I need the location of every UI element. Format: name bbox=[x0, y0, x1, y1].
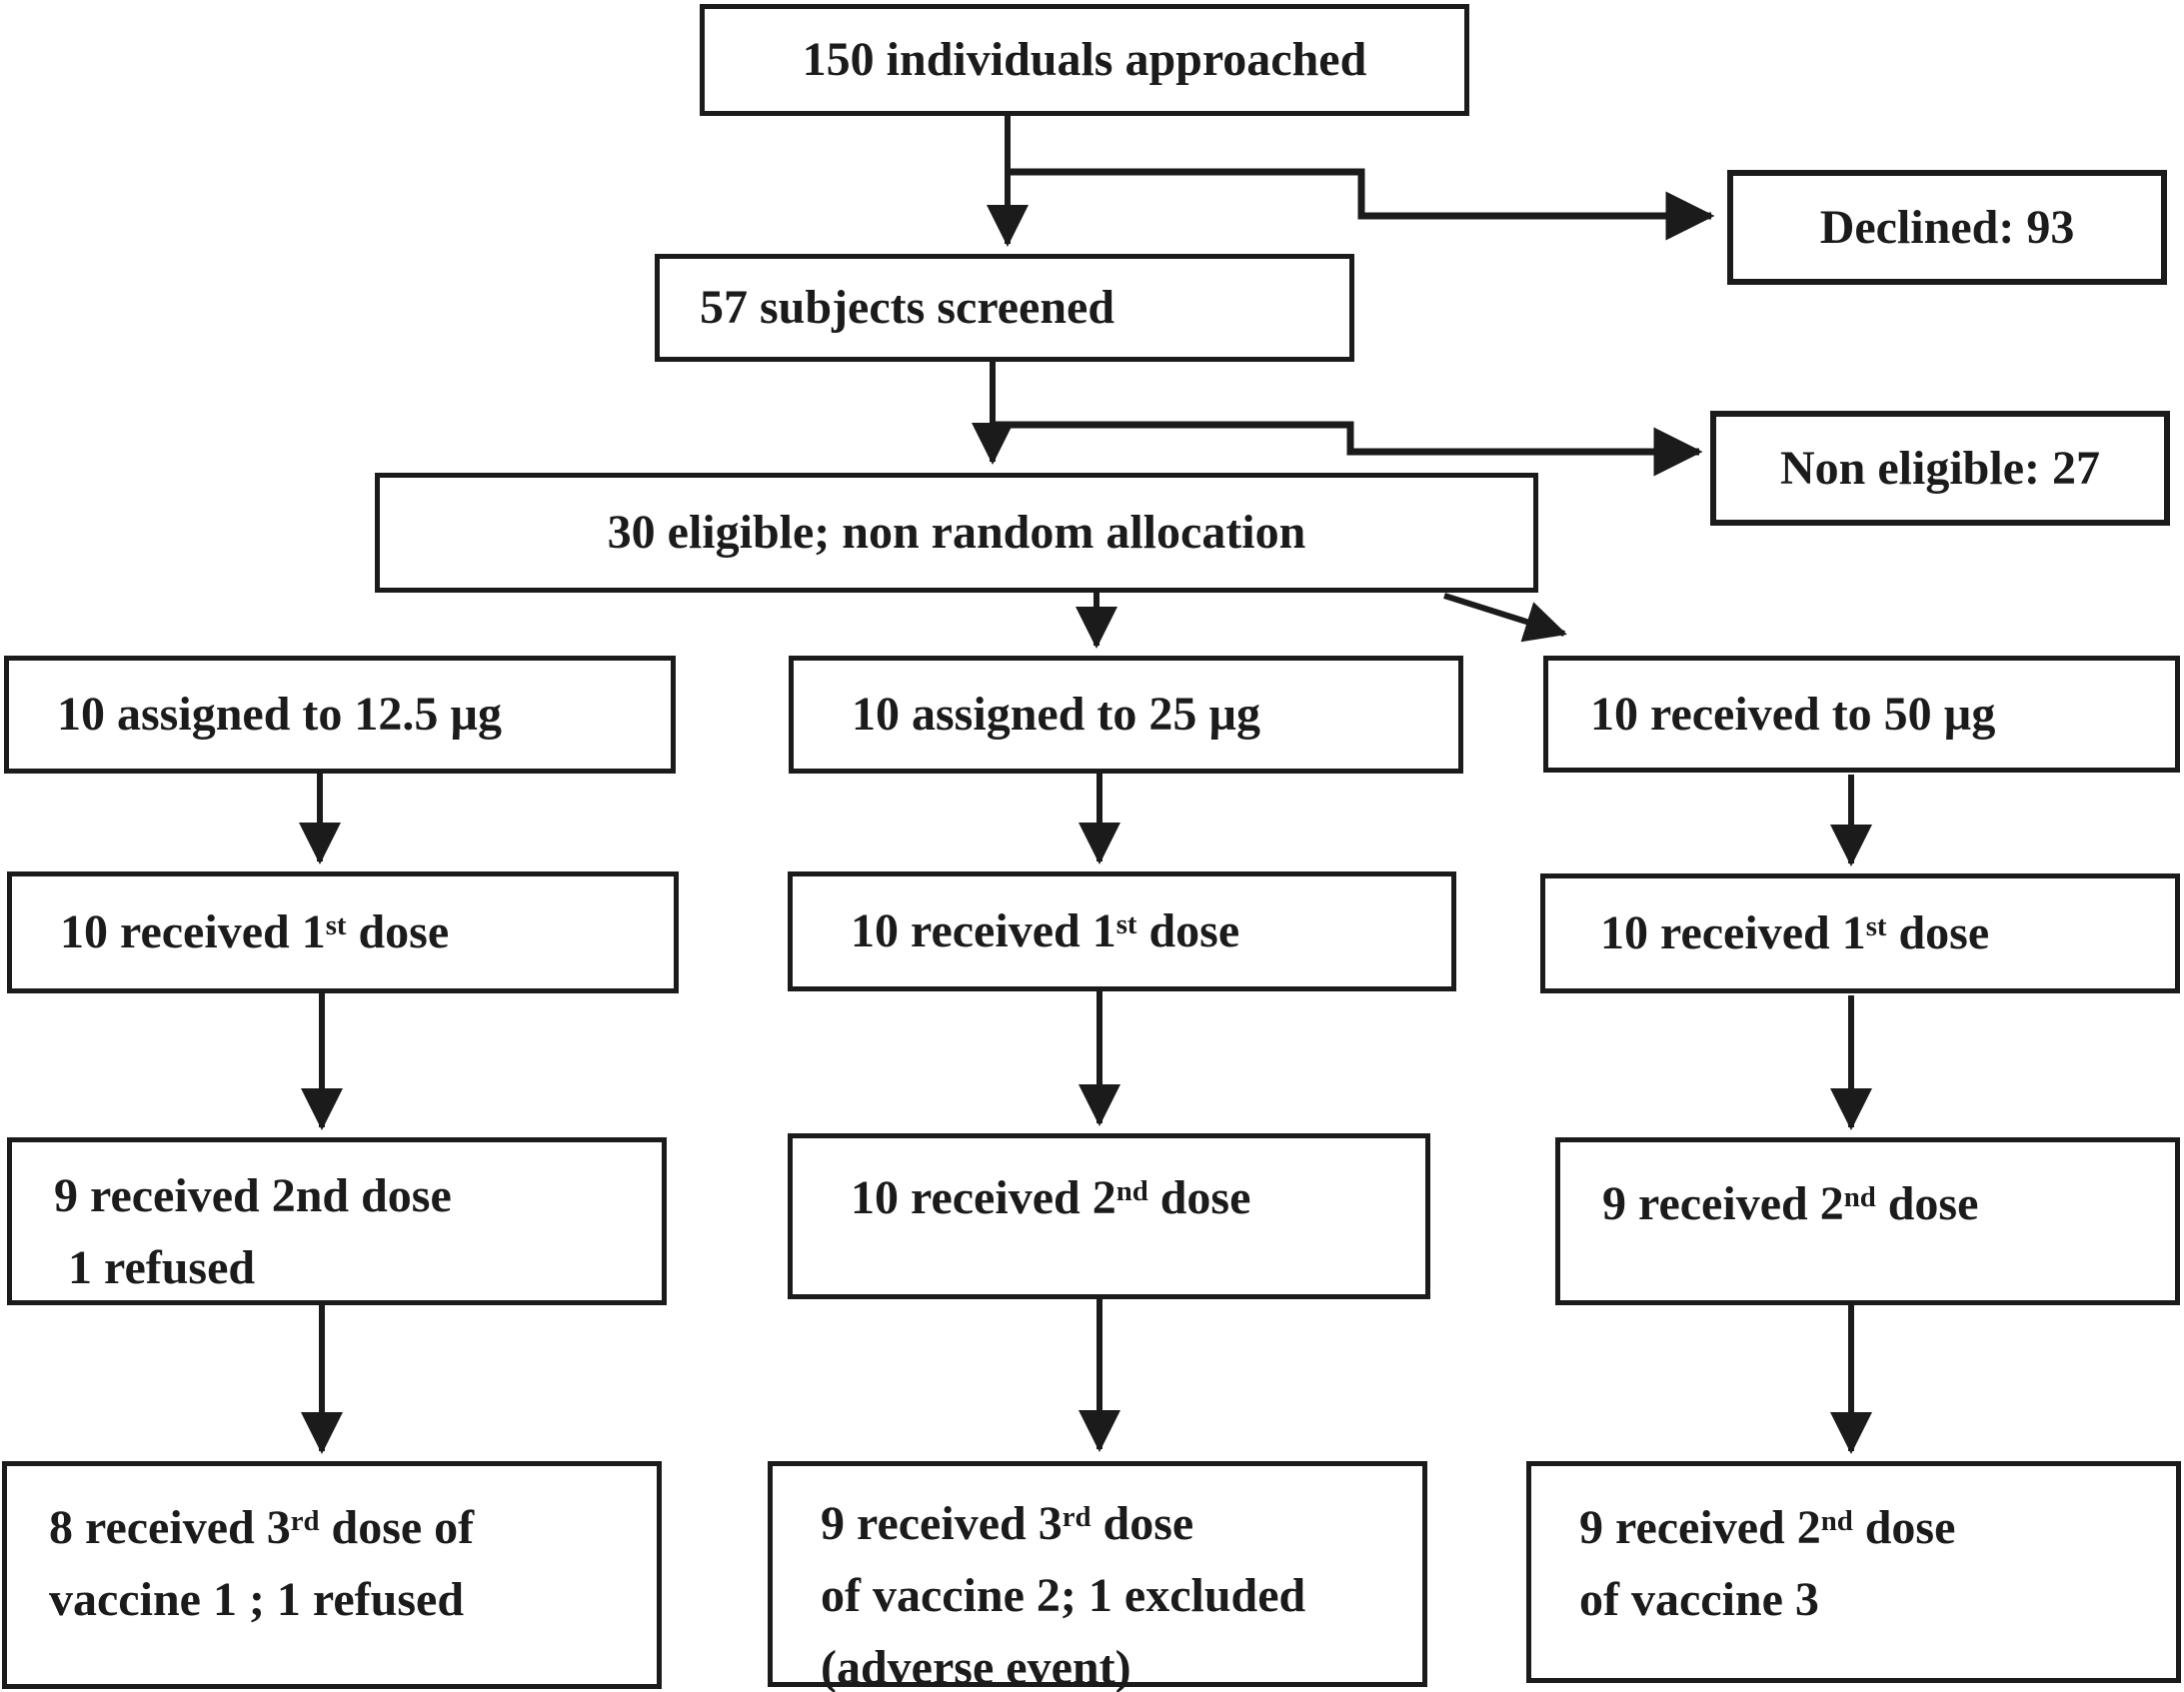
node-screened: 57 subjects screened bbox=[655, 254, 1354, 362]
node-arm2-dose3-line1: 9 received 3rd dose bbox=[821, 1497, 1194, 1550]
arrow-eligible-arm3 bbox=[1443, 593, 1567, 643]
ordinal-superscript: nd bbox=[1843, 1181, 1876, 1214]
node-declined: Declined: 93 bbox=[1727, 170, 2167, 285]
node-arm2-assigned-label: 10 assigned to 25 µg bbox=[852, 688, 1261, 741]
node-arm1-dose3-line1: 8 received 3rd dose of bbox=[49, 1501, 475, 1554]
node-arm2-dose1: 10 received 1st dose bbox=[788, 871, 1456, 991]
ordinal-superscript: st bbox=[1115, 908, 1137, 941]
arrow-screened-noneligible bbox=[993, 421, 1703, 477]
node-non-eligible: Non eligible: 27 bbox=[1710, 411, 2170, 526]
node-arm3-dose1-label: 10 received 1st dose bbox=[1600, 906, 1990, 959]
node-arm3-dose3: 9 received 2nd dose of vaccine 3 bbox=[1526, 1461, 2181, 1683]
node-arm1-dose1-label: 10 received 1st dose bbox=[60, 905, 450, 958]
ordinal-superscript: st bbox=[1865, 910, 1887, 943]
ordinal-superscript: rd bbox=[290, 1505, 320, 1538]
ordinal-superscript: nd bbox=[1115, 1175, 1148, 1208]
node-arm1-assigned: 10 assigned to 12.5 µg bbox=[4, 656, 676, 774]
node-arm2-dose3: 9 received 3rd dose of vaccine 2; 1 excl… bbox=[768, 1461, 1427, 1692]
ordinal-superscript: rd bbox=[1062, 1501, 1092, 1534]
node-arm2-dose2-label: 10 received 2nd dose bbox=[851, 1171, 1251, 1224]
node-arm1-dose2-line1: 9 received 2nd dose bbox=[54, 1169, 452, 1222]
node-approached: 150 individuals approached bbox=[700, 4, 1469, 116]
node-approached-label: 150 individuals approached bbox=[802, 33, 1367, 86]
node-arm1-dose2-line2: 1 refused bbox=[68, 1241, 256, 1294]
node-arm3-assigned-label: 10 received to 50 µg bbox=[1590, 687, 1996, 741]
node-arm2-dose3-line3: (adverse event) bbox=[821, 1641, 1131, 1692]
node-arm1-assigned-label: 10 assigned to 12.5 µg bbox=[57, 688, 503, 741]
node-arm2-dose1-label: 10 received 1st dose bbox=[851, 904, 1240, 957]
node-declined-label: Declined: 93 bbox=[1819, 200, 2075, 254]
node-arm3-assigned: 10 received to 50 µg bbox=[1543, 656, 2180, 773]
node-non-eligible-label: Non eligible: 27 bbox=[1780, 441, 2100, 495]
node-arm3-dose1: 10 received 1st dose bbox=[1540, 873, 2180, 993]
node-screened-label: 57 subjects screened bbox=[700, 281, 1115, 334]
node-arm2-assigned: 10 assigned to 25 µg bbox=[789, 656, 1463, 774]
node-arm3-dose3-line1: 9 received 2nd dose bbox=[1579, 1501, 1956, 1554]
node-eligible-label: 30 eligible; non random allocation bbox=[607, 506, 1306, 559]
node-arm2-dose2: 10 received 2nd dose bbox=[788, 1133, 1430, 1299]
ordinal-superscript: st bbox=[325, 909, 347, 942]
node-arm1-dose3: 8 received 3rd dose of vaccine 1 ; 1 ref… bbox=[2, 1461, 662, 1689]
node-eligible: 30 eligible; non random allocation bbox=[375, 473, 1538, 593]
node-arm2-dose3-line2: of vaccine 2; 1 excluded bbox=[821, 1569, 1306, 1622]
node-arm3-dose3-line2: of vaccine 3 bbox=[1579, 1573, 1819, 1626]
node-arm3-dose2: 9 received 2nd dose bbox=[1555, 1137, 2180, 1305]
arrow-approached-declined bbox=[1008, 168, 1715, 241]
ordinal-superscript: nd bbox=[1820, 1505, 1853, 1538]
node-arm3-dose2-label: 9 received 2nd dose bbox=[1602, 1177, 1979, 1230]
node-arm1-dose3-line2: vaccine 1 ; 1 refused bbox=[49, 1573, 465, 1626]
node-arm1-dose2: 9 received 2nd dose 1 refused bbox=[7, 1137, 667, 1305]
node-arm1-dose1: 10 received 1st dose bbox=[7, 871, 679, 993]
